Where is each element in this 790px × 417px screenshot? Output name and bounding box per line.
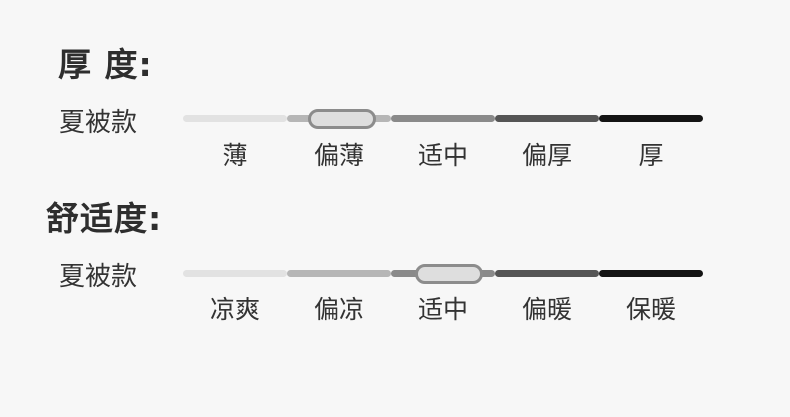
thickness-scale-segment — [183, 115, 287, 122]
thickness-section-title: 厚 度: — [58, 45, 153, 84]
comfort-option-label: 偏暖 — [521, 295, 572, 324]
thickness-scale-segment — [599, 115, 703, 122]
comfort-scale-segment — [495, 270, 599, 277]
thickness-option-label: 薄 — [222, 141, 248, 170]
thickness-scale-segment — [495, 115, 599, 122]
comfort-option-label: 保暖 — [625, 295, 676, 324]
thickness-level-marker — [308, 109, 376, 129]
comfort-scale-segment — [287, 270, 391, 277]
thickness-option-label: 偏厚 — [521, 141, 572, 170]
thickness-option-label: 厚 — [638, 141, 664, 170]
thickness-option-label: 适中 — [417, 141, 468, 170]
comfort-option-label: 适中 — [417, 295, 468, 324]
comfort-row-label: 夏被款 — [59, 262, 138, 292]
comfort-scale-segment — [599, 270, 703, 277]
comfort-option-label: 凉爽 — [209, 295, 260, 324]
thickness-scale — [183, 109, 703, 129]
comfort-section-title: 舒适度: — [46, 199, 163, 238]
comfort-scale-segment — [183, 270, 287, 277]
thickness-scale-segment — [391, 115, 495, 122]
thickness-option-label: 偏薄 — [313, 141, 364, 170]
comfort-scale — [183, 264, 703, 284]
comfort-option-label: 偏凉 — [313, 295, 364, 324]
comfort-level-marker — [415, 264, 483, 284]
thickness-row-label: 夏被款 — [59, 108, 138, 138]
